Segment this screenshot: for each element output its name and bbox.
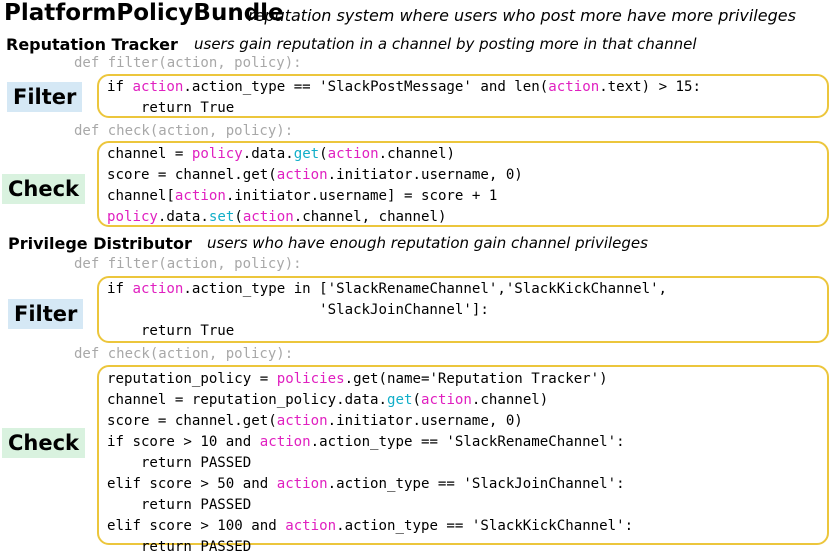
section-2-filter-code-box: if action.action_type in ['SlackRenameCh… bbox=[97, 276, 829, 343]
code-line: reputation_policy = policies.get(name='R… bbox=[107, 371, 608, 387]
code-line: elif score > 50 and action.action_type =… bbox=[107, 476, 625, 492]
code-line: channel = policy.data.get(action.channel… bbox=[107, 146, 455, 162]
section-1-filter-def: def filter(action, policy): bbox=[74, 55, 302, 71]
section-2-check-code: reputation_policy = policies.get(name='R… bbox=[107, 369, 633, 558]
code-line: score = channel.get(action.initiator.use… bbox=[107, 167, 523, 183]
code-line: return PASSED bbox=[107, 539, 252, 555]
section-1-description: users gain reputation in a channel by po… bbox=[194, 35, 697, 53]
code-line: if action.action_type in ['SlackRenameCh… bbox=[107, 281, 668, 297]
code-line: return PASSED bbox=[107, 497, 252, 513]
section-1-filter-code: if action.action_type == 'SlackPostMessa… bbox=[107, 77, 701, 119]
bundle-description: reputation system where users who post m… bbox=[248, 6, 796, 25]
section-1-check-def: def check(action, policy): bbox=[74, 123, 294, 139]
code-line: return PASSED bbox=[107, 455, 252, 471]
section-2-check-def: def check(action, policy): bbox=[74, 346, 294, 362]
section-2-check-code-box: reputation_policy = policies.get(name='R… bbox=[97, 365, 829, 555]
section-2-filter-label: Filter bbox=[8, 299, 84, 329]
bundle-title: PlatformPolicyBundle bbox=[4, 0, 284, 26]
section-1-check-code-box: channel = policy.data.get(action.channel… bbox=[97, 141, 829, 227]
section-2-filter-code: if action.action_type in ['SlackRenameCh… bbox=[107, 279, 667, 342]
section-2-title: Privilege Distributor bbox=[8, 234, 192, 253]
code-line: channel[action.initiator.username] = sco… bbox=[107, 188, 498, 204]
section-1-check-code: channel = policy.data.get(action.channel… bbox=[107, 144, 523, 228]
code-line: score = channel.get(action.initiator.use… bbox=[107, 413, 523, 429]
section-1-title: Reputation Tracker bbox=[6, 35, 178, 54]
code-line: elif score > 100 and action.action_type … bbox=[107, 518, 634, 534]
code-line: if action.action_type == 'SlackPostMessa… bbox=[107, 79, 702, 95]
section-1-check-label: Check bbox=[2, 174, 86, 204]
code-line: return True bbox=[107, 100, 235, 116]
section-1-filter-label: Filter bbox=[7, 82, 83, 112]
section-1-filter-code-box: if action.action_type == 'SlackPostMessa… bbox=[97, 74, 829, 118]
code-line: 'SlackJoinChannel']: bbox=[107, 302, 489, 318]
section-2-check-label: Check bbox=[2, 428, 86, 458]
section-2-description: users who have enough reputation gain ch… bbox=[207, 234, 648, 252]
code-line: if score > 10 and action.action_type == … bbox=[107, 434, 625, 450]
section-2-filter-def: def filter(action, policy): bbox=[74, 256, 302, 272]
code-line: channel = reputation_policy.data.get(act… bbox=[107, 392, 549, 408]
code-line: policy.data.set(action.channel, channel) bbox=[107, 209, 447, 225]
code-line: return True bbox=[107, 323, 235, 339]
